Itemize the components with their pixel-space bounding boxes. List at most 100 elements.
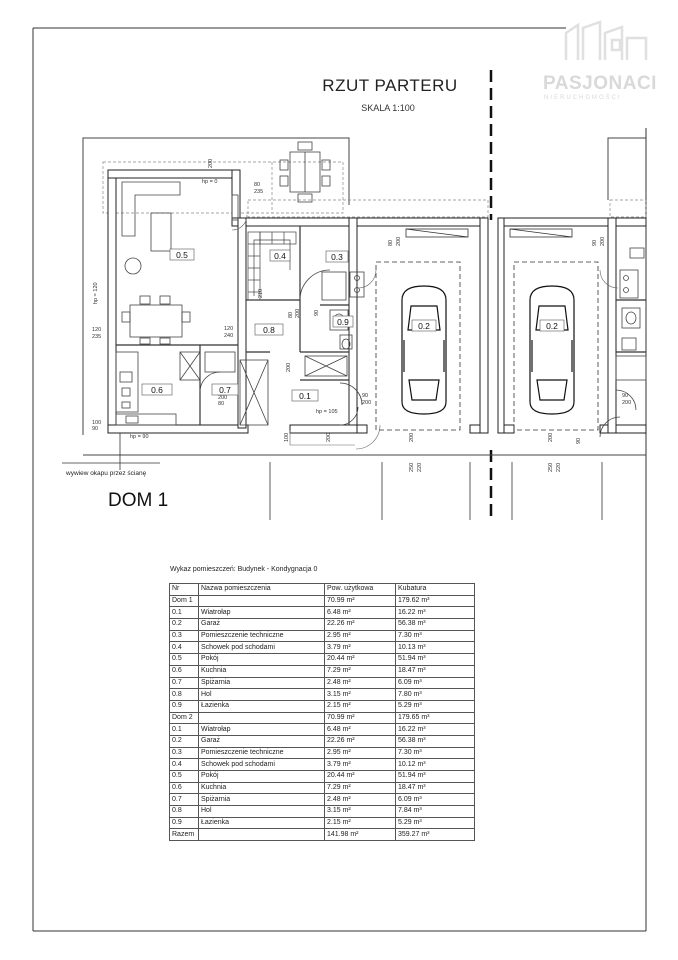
table-cell: 22.26 m² bbox=[324, 734, 396, 748]
table-cell: 3.79 m² bbox=[324, 758, 396, 771]
room-number-label: 0.2 bbox=[546, 321, 558, 331]
window-note: wywiew okapu przez ścianę bbox=[66, 470, 147, 477]
terrace bbox=[102, 161, 647, 218]
dimension-label: 200 bbox=[362, 400, 371, 406]
dimension-label: 250 bbox=[409, 463, 415, 472]
header-cell: Nr bbox=[169, 583, 199, 596]
room-number-label: 0.8 bbox=[263, 325, 275, 335]
room-label-boxes bbox=[141, 248, 565, 402]
dimension-label: 90 bbox=[576, 438, 582, 444]
dimension-label: 200 bbox=[286, 363, 292, 372]
outdoor-table bbox=[279, 141, 331, 203]
dimension-label: 200 bbox=[326, 433, 332, 442]
house-label: DOM 1 bbox=[108, 490, 169, 511]
table-cell: 0.9 bbox=[169, 816, 199, 830]
table-cell: Kuchnia bbox=[198, 781, 325, 795]
room-labels: 0.5 0.4 0.3 0.8 0.6 0.7 0.9 0.1 0.2 0.2 bbox=[151, 250, 558, 401]
table-cell: 20.44 m² bbox=[324, 770, 396, 783]
dimension-label: 220 bbox=[417, 463, 423, 472]
table-cell: 0.1 bbox=[169, 723, 199, 736]
drawing-scale: SKALA 1:100 bbox=[361, 103, 415, 113]
door-swings bbox=[231, 214, 619, 450]
kitchen bbox=[115, 351, 201, 426]
table-cell: 0.5 bbox=[169, 653, 199, 666]
table-cell: Razem bbox=[169, 828, 199, 842]
table-cell: 51.94 m³ bbox=[395, 770, 475, 783]
dimension-label: 200 bbox=[295, 309, 301, 318]
room-number-label: 0.6 bbox=[151, 385, 163, 395]
table-cell: Dom 1 bbox=[169, 594, 199, 608]
table-cell: 0.6 bbox=[169, 781, 199, 795]
table-cell: Łazienka bbox=[198, 699, 325, 713]
dimension-labels: 200 80 235 80 200 90 200 120 240 120 235… bbox=[92, 159, 631, 472]
living-furniture bbox=[121, 181, 239, 345]
rooms-table: Nr Nazwa pomieszczenia Pow. użytkowa Kub… bbox=[169, 583, 475, 842]
table-cell: 10.13 m³ bbox=[395, 641, 475, 655]
room-number-label: 0.2 bbox=[418, 321, 430, 331]
table-cell: 0.7 bbox=[169, 793, 199, 807]
room-number-label: 0.3 bbox=[331, 252, 343, 262]
plot-lines bbox=[62, 433, 603, 520]
logo-subtext: NIERUCHOMOŚCI bbox=[544, 95, 622, 101]
table-cell: 18.47 m³ bbox=[395, 664, 475, 678]
table-cell: 179.62 m³ bbox=[395, 594, 475, 608]
dimension-label: 200 bbox=[208, 159, 214, 168]
dimension-label: hp = 120 bbox=[93, 282, 99, 304]
table-cell: Schowek pod schodami bbox=[198, 758, 325, 771]
table-cell: 5.29 m³ bbox=[395, 699, 475, 713]
table-cell: 0.3 bbox=[169, 629, 199, 643]
table-cell: 2.15 m² bbox=[324, 816, 396, 830]
table-cell: Garaż bbox=[198, 618, 325, 631]
table-cell: 6.48 m² bbox=[324, 723, 396, 736]
table-cell: 179.65 m³ bbox=[395, 711, 475, 725]
partitions bbox=[116, 226, 646, 425]
table-cell: 2.48 m² bbox=[324, 793, 396, 807]
dimension-label: 100 bbox=[284, 433, 290, 442]
table-cell: Schowek pod schodami bbox=[198, 641, 325, 655]
dimension-label: hp = 0 bbox=[202, 179, 217, 185]
dimension-label: 200 bbox=[600, 237, 606, 246]
room-number-label: 0.5 bbox=[176, 250, 188, 260]
dimension-label: 120 bbox=[224, 326, 233, 332]
dimension-label: 200 bbox=[409, 433, 415, 442]
table-cell: 7.84 m³ bbox=[395, 805, 475, 818]
table-cell: Pomieszczenie techniczne bbox=[198, 629, 325, 643]
table-cell: Pokój bbox=[198, 653, 325, 666]
dimension-label: 90 bbox=[314, 310, 320, 316]
table-cell: 10.12 m³ bbox=[395, 758, 475, 771]
header-cell: Kubatura bbox=[395, 583, 475, 596]
table-cell: 0.1 bbox=[169, 606, 199, 620]
table-cell: 0.2 bbox=[169, 618, 199, 631]
sheet-frame bbox=[32, 27, 647, 932]
table-caption: Wykaz pomieszczeń: Budynek - Kondygnacja… bbox=[170, 566, 318, 573]
plan-outline bbox=[82, 137, 646, 456]
table-cell: 359.27 m³ bbox=[395, 828, 475, 842]
table-cell: Pokój bbox=[198, 770, 325, 783]
logo-graphic bbox=[564, 20, 648, 60]
table-cell: 7.30 m³ bbox=[395, 629, 475, 643]
neighbour-fragment bbox=[599, 247, 647, 438]
table-cell: 6.48 m² bbox=[324, 606, 396, 620]
room-number-label: 0.1 bbox=[299, 391, 311, 401]
dimension-label: hp = 105 bbox=[316, 409, 338, 415]
table-cell: 3.79 m² bbox=[324, 641, 396, 655]
dimension-label: 80 bbox=[218, 401, 224, 407]
table-cell: 0.8 bbox=[169, 805, 199, 818]
car-icon bbox=[529, 285, 575, 415]
